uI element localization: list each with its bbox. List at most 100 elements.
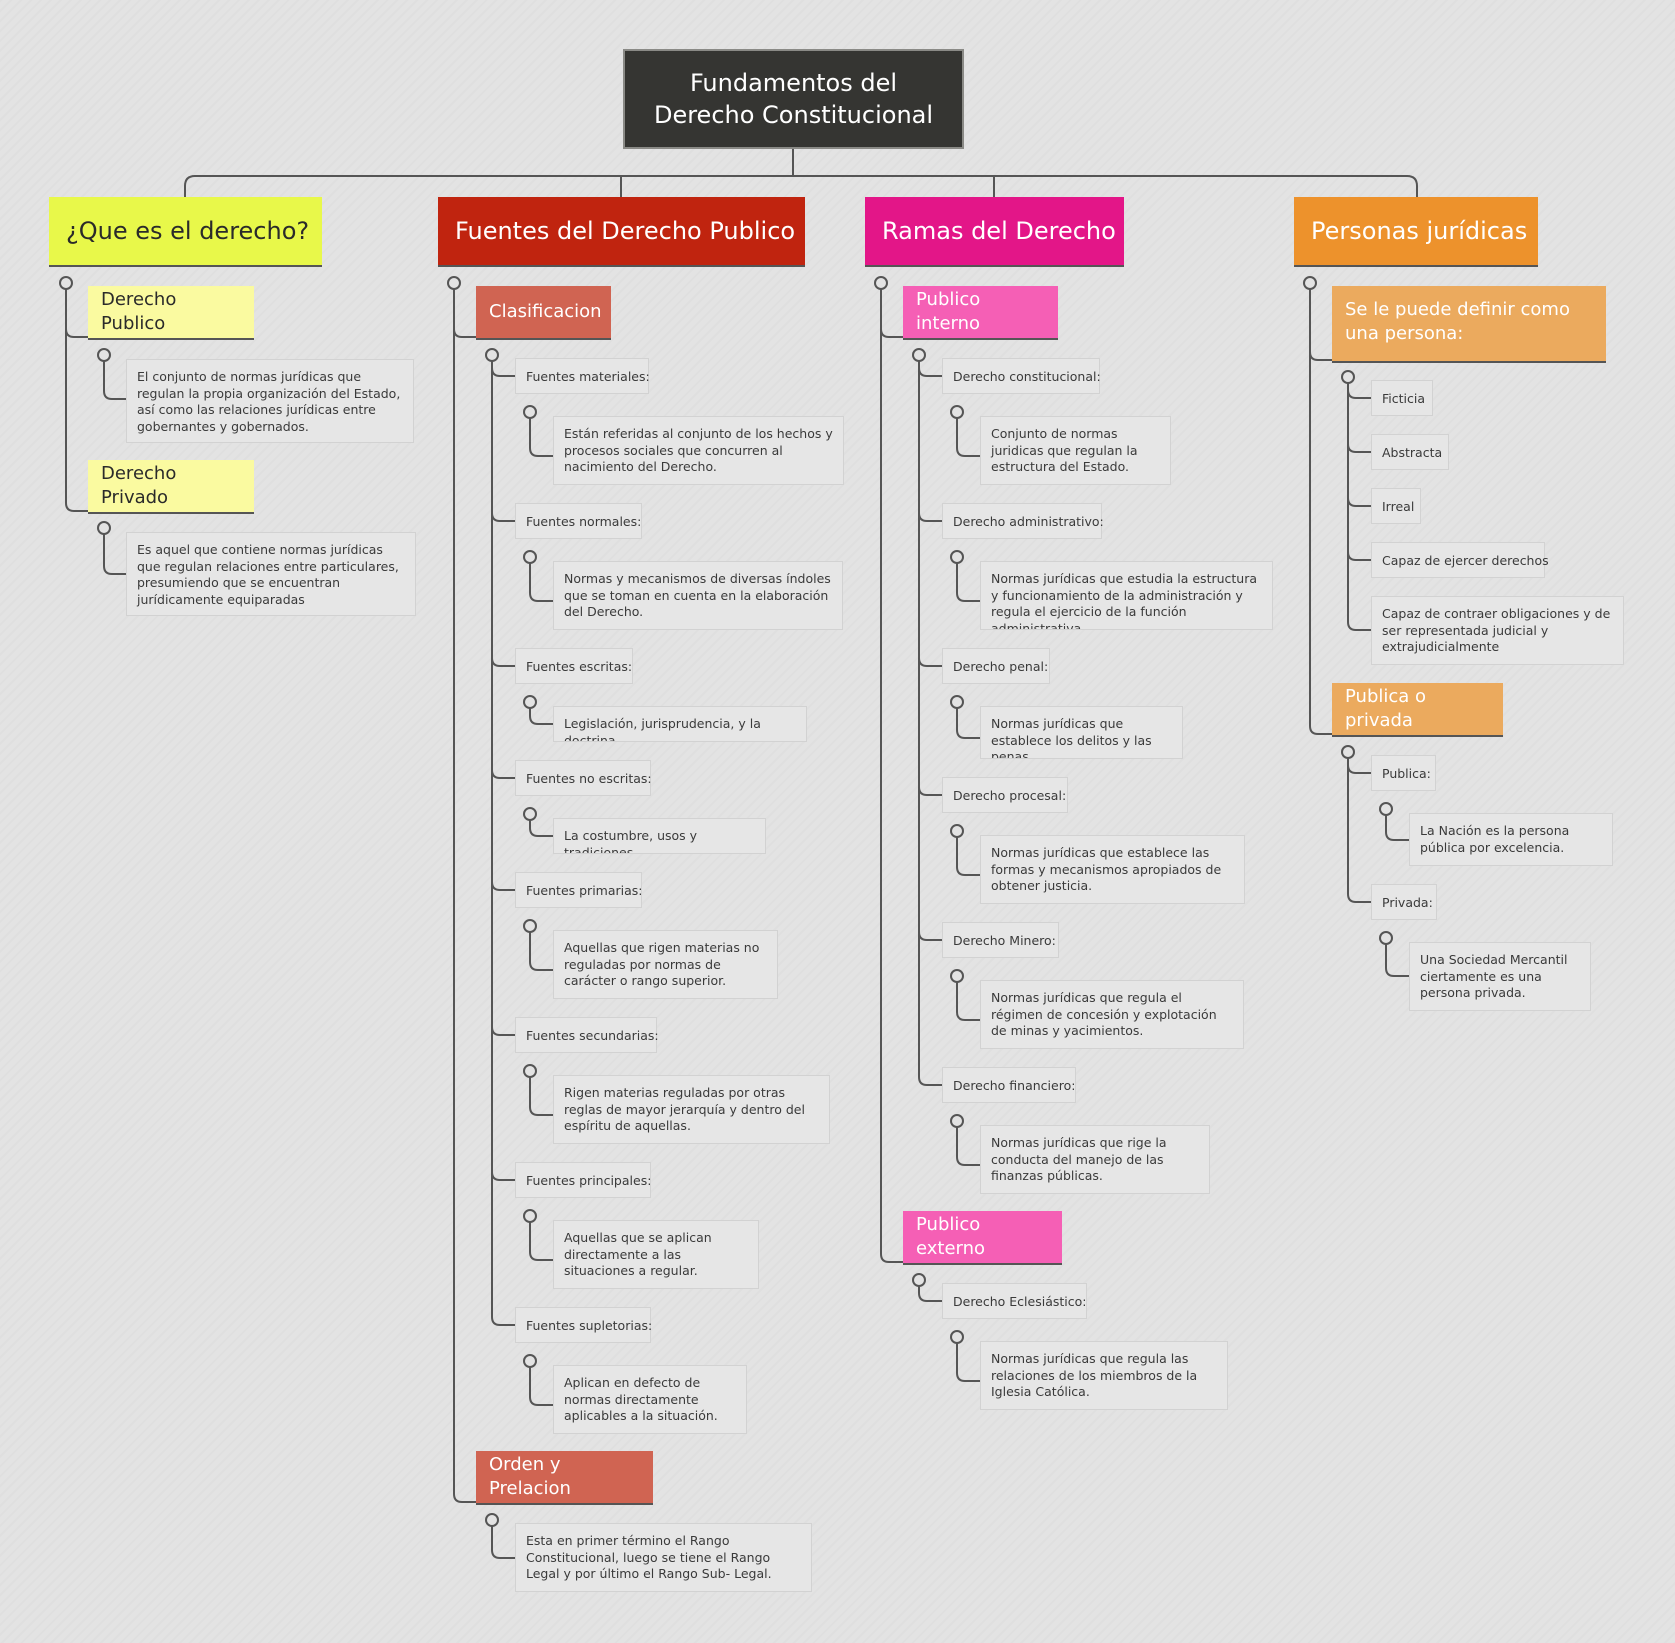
elbow-definir-3 bbox=[1347, 551, 1371, 561]
collapse-toggle-fuentes[interactable] bbox=[447, 276, 461, 290]
topic-publico-externo[interactable]: Publico externo bbox=[903, 1211, 1062, 1263]
label-derecho-financiero[interactable]: Derecho financiero: bbox=[942, 1067, 1076, 1103]
desc-publica[interactable]: La Nación es la persona pública por exce… bbox=[1409, 813, 1613, 866]
topic-orden-y-prelacion[interactable]: Orden y Prelacion bbox=[476, 1451, 653, 1503]
desc-orden-y-prelacion[interactable]: Esta en primer término el Rango Constitu… bbox=[515, 1523, 812, 1592]
elbow-que-es-1 bbox=[65, 502, 88, 512]
collapse-toggle-derecho-publico[interactable] bbox=[97, 348, 111, 362]
elbow-orden-0 bbox=[491, 1549, 515, 1559]
collapse-toggle-ramas[interactable] bbox=[874, 276, 888, 290]
desc-derecho-administrativo[interactable]: Normas jurídicas que estudia la estructu… bbox=[980, 561, 1273, 630]
collapse-toggle-publica-privada[interactable] bbox=[1341, 745, 1355, 759]
desc-derecho-minero[interactable]: Normas jurídicas que regula el régimen d… bbox=[980, 980, 1244, 1049]
desc-privada[interactable]: Una Sociedad Mercantil ciertamente es un… bbox=[1409, 942, 1591, 1011]
label-fuentes-secundarias[interactable]: Fuentes secundarias: bbox=[515, 1017, 659, 1053]
desc-fuentes-normales[interactable]: Normas y mecanismos de diversas índoles … bbox=[553, 561, 843, 630]
collapse-toggle-personas[interactable] bbox=[1303, 276, 1317, 290]
collapse-toggle-publico-interno[interactable] bbox=[912, 348, 926, 362]
collapse-toggle-publico-externo[interactable] bbox=[912, 1273, 926, 1287]
collapse-toggle-que-es[interactable] bbox=[59, 276, 73, 290]
root-topic[interactable]: Fundamentos del Derecho Constitucional bbox=[623, 49, 964, 149]
elbow-definir-4 bbox=[1347, 621, 1371, 631]
collapse-toggle-fuentes-item-2[interactable] bbox=[523, 695, 537, 709]
item-capaz-de-ejercer-derechos[interactable]: Capaz de ejercer derechos bbox=[1371, 542, 1549, 578]
label-derecho-minero[interactable]: Derecho Minero: bbox=[942, 922, 1059, 958]
elbow-fuentes-item-1-0 bbox=[529, 592, 553, 602]
elbow-definir-0 bbox=[1347, 389, 1371, 399]
elbow-personas-1 bbox=[1309, 725, 1332, 735]
label-privada[interactable]: Privada: bbox=[1371, 884, 1437, 920]
elbow-que-es-0 bbox=[65, 328, 88, 338]
label-derecho-eclesiastico[interactable]: Derecho Eclesiástico: bbox=[942, 1283, 1087, 1319]
item-capaz-de-contraer-obligaciones[interactable]: Capaz de contraer obligaciones y de ser … bbox=[1371, 596, 1624, 665]
label-derecho-administrativo[interactable]: Derecho administrativo: bbox=[942, 503, 1104, 539]
desc-fuentes-no-escritas[interactable]: La costumbre, usos y tradiciones. bbox=[553, 818, 766, 854]
collapse-toggle-ramas-item-4[interactable] bbox=[950, 969, 964, 983]
branch-que-es-el-derecho[interactable]: ¿Que es el derecho? bbox=[49, 197, 322, 265]
label-fuentes-principales[interactable]: Fuentes principales: bbox=[515, 1162, 651, 1198]
topic-derecho-privado[interactable]: Derecho Privado bbox=[88, 460, 254, 512]
collapse-toggle-fuentes-item-3[interactable] bbox=[523, 807, 537, 821]
label-fuentes-primarias[interactable]: Fuentes primarias: bbox=[515, 872, 643, 908]
label-derecho-constitucional[interactable]: Derecho constitucional: bbox=[942, 358, 1101, 394]
item-abstracta[interactable]: Abstracta bbox=[1371, 434, 1449, 470]
desc-fuentes-secundarias[interactable]: Rigen materias reguladas por otras regla… bbox=[553, 1075, 830, 1144]
desc-derecho-constitucional[interactable]: Conjunto de normas juridicas que regulan… bbox=[980, 416, 1171, 485]
collapse-toggle-fuentes-item-1[interactable] bbox=[523, 550, 537, 564]
desc-fuentes-primarias[interactable]: Aquellas que rigen materias no reguladas… bbox=[553, 930, 778, 999]
topic-publica-o-privada[interactable]: Publica o privada bbox=[1332, 683, 1503, 735]
collapse-toggle-fuentes-item-6[interactable] bbox=[523, 1209, 537, 1223]
label-fuentes-escritas[interactable]: Fuentes escritas: bbox=[515, 648, 633, 684]
topic-publico-interno[interactable]: Publico interno bbox=[903, 286, 1058, 338]
label-fuentes-supletorias[interactable]: Fuentes supletorias: bbox=[515, 1307, 652, 1343]
collapse-toggle-eclesiastico[interactable] bbox=[950, 1330, 964, 1344]
label-fuentes-normales[interactable]: Fuentes normales: bbox=[515, 503, 642, 539]
collapse-toggle-derecho-privado[interactable] bbox=[97, 521, 111, 535]
label-derecho-penal[interactable]: Derecho penal: bbox=[942, 648, 1050, 684]
item-ficticia[interactable]: Ficticia bbox=[1371, 380, 1433, 416]
label-publica[interactable]: Publica: bbox=[1371, 755, 1436, 791]
item-irreal[interactable]: Irreal bbox=[1371, 488, 1421, 524]
elbow-fuentes-item-5-0 bbox=[529, 1106, 553, 1116]
desc-fuentes-materiales[interactable]: Están referidas al conjunto de los hecho… bbox=[553, 416, 844, 485]
collapse-toggle-ramas-item-5[interactable] bbox=[950, 1114, 964, 1128]
collapse-toggle-ramas-item-0[interactable] bbox=[950, 405, 964, 419]
desc-derecho-procesal[interactable]: Normas jurídicas que establece las forma… bbox=[980, 835, 1245, 904]
desc-derecho-eclesiastico[interactable]: Normas jurídicas que regula las relacion… bbox=[980, 1341, 1228, 1410]
collapse-toggle-ramas-item-1[interactable] bbox=[950, 550, 964, 564]
collapse-toggle-clasificacion[interactable] bbox=[485, 348, 499, 362]
desc-derecho-penal[interactable]: Normas jurídicas que establece los delit… bbox=[980, 706, 1183, 759]
elbow-clasificacion-1 bbox=[491, 512, 515, 522]
topic-clasificacion[interactable]: Clasificacion bbox=[476, 286, 611, 338]
collapse-toggle-ramas-item-2[interactable] bbox=[950, 695, 964, 709]
collapse-toggle-publica[interactable] bbox=[1379, 802, 1393, 816]
collapse-toggle-fuentes-item-0[interactable] bbox=[523, 405, 537, 419]
desc-fuentes-escritas[interactable]: Legislación, jurisprudencia, y la doctri… bbox=[553, 706, 807, 742]
topic-derecho-publico[interactable]: Derecho Publico bbox=[88, 286, 254, 338]
label-fuentes-materiales[interactable]: Fuentes materiales: bbox=[515, 358, 650, 394]
topic-definir-como-persona[interactable]: Se le puede definir como una persona: bbox=[1332, 286, 1606, 361]
branch-fuentes-del-derecho-publico[interactable]: Fuentes del Derecho Publico bbox=[438, 197, 805, 265]
elbow-ramas-0 bbox=[880, 328, 903, 338]
elbow-derecho-publico-0 bbox=[103, 390, 126, 400]
elbow-fuentes-item-4-0 bbox=[529, 961, 553, 971]
collapse-toggle-fuentes-item-4[interactable] bbox=[523, 919, 537, 933]
collapse-toggle-fuentes-item-7[interactable] bbox=[523, 1354, 537, 1368]
collapse-toggle-orden[interactable] bbox=[485, 1513, 499, 1527]
desc-derecho-financiero[interactable]: Normas jurídicas que rige la conducta de… bbox=[980, 1125, 1210, 1194]
collapse-toggle-definir[interactable] bbox=[1341, 370, 1355, 384]
collapse-toggle-privada[interactable] bbox=[1379, 931, 1393, 945]
collapse-toggle-fuentes-item-5[interactable] bbox=[523, 1064, 537, 1078]
label-derecho-procesal[interactable]: Derecho procesal: bbox=[942, 777, 1068, 813]
desc-fuentes-principales[interactable]: Aquellas que se aplican directamente a l… bbox=[553, 1220, 759, 1289]
collapse-toggle-ramas-item-3[interactable] bbox=[950, 824, 964, 838]
label-fuentes-no-escritas[interactable]: Fuentes no escritas: bbox=[515, 760, 652, 796]
branch-ramas-del-derecho[interactable]: Ramas del Derecho bbox=[865, 197, 1124, 265]
elbow-eclesiastico-0 bbox=[956, 1372, 980, 1382]
desc-derecho-privado[interactable]: Es aquel que contiene normas jurídicas q… bbox=[126, 532, 416, 616]
desc-fuentes-supletorias[interactable]: Aplican en defecto de normas directament… bbox=[553, 1365, 747, 1434]
branch-personas-juridicas[interactable]: Personas jurídicas bbox=[1294, 197, 1538, 265]
elbow-publico-interno-1 bbox=[918, 512, 942, 522]
desc-derecho-publico[interactable]: El conjunto de normas jurídicas que regu… bbox=[126, 359, 414, 443]
